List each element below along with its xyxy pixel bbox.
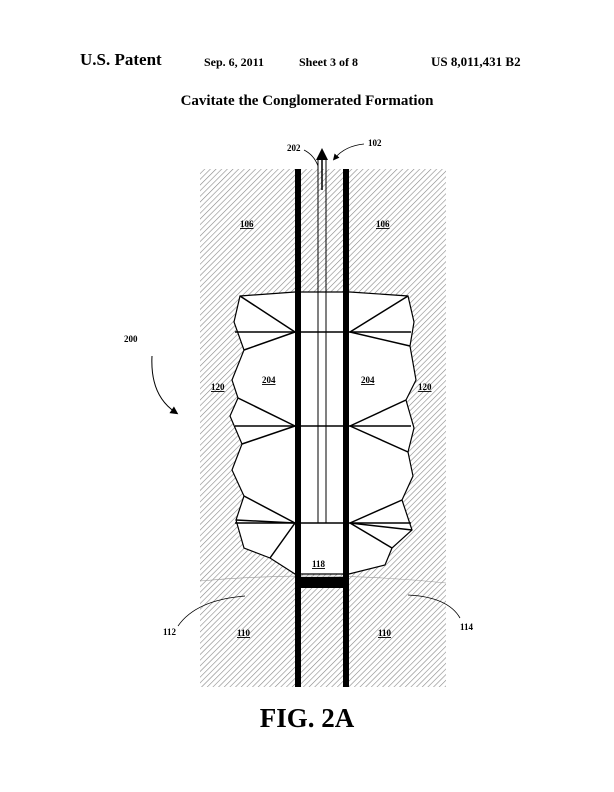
ref-202: 202 bbox=[287, 143, 301, 153]
ref-112: 112 bbox=[163, 627, 177, 637]
ref-118: 118 bbox=[312, 559, 326, 569]
figure-label: FIG. 2A bbox=[259, 703, 355, 733]
ref-106-left: 106 bbox=[240, 219, 254, 229]
patent-date: Sep. 6, 2011 bbox=[204, 55, 265, 69]
leader-102 bbox=[332, 143, 365, 161]
formation-110 bbox=[200, 581, 446, 687]
leader-112 bbox=[177, 595, 246, 627]
expandable-arms bbox=[235, 295, 413, 559]
casing-wall-right bbox=[343, 169, 349, 687]
ref-120-right: 120 bbox=[418, 382, 432, 392]
sheet-number: Sheet 3 of 8 bbox=[299, 55, 358, 69]
arrow-200 bbox=[151, 355, 179, 415]
ref-204-right: 204 bbox=[361, 375, 375, 385]
ref-200: 200 bbox=[124, 334, 138, 344]
leader-114 bbox=[407, 594, 461, 619]
cavity-outline bbox=[229, 291, 417, 575]
ref-120-left: 120 bbox=[211, 382, 225, 392]
leader-202 bbox=[303, 149, 319, 167]
patent-header-title: U.S. Patent bbox=[80, 50, 162, 69]
ref-110-left: 110 bbox=[237, 628, 251, 638]
ref-102: 102 bbox=[368, 138, 382, 148]
plug-118 bbox=[299, 577, 345, 588]
patent-number: US 8,011,431 B2 bbox=[431, 54, 521, 69]
ref-204-left: 204 bbox=[262, 375, 276, 385]
figure-title: Cavitate the Conglomerated Formation bbox=[180, 93, 434, 109]
ref-114: 114 bbox=[460, 622, 474, 632]
casing-wall-left bbox=[295, 169, 301, 687]
formation-boundary-line bbox=[199, 575, 447, 584]
ref-106-right: 106 bbox=[376, 219, 390, 229]
ref-110-right: 110 bbox=[378, 628, 392, 638]
